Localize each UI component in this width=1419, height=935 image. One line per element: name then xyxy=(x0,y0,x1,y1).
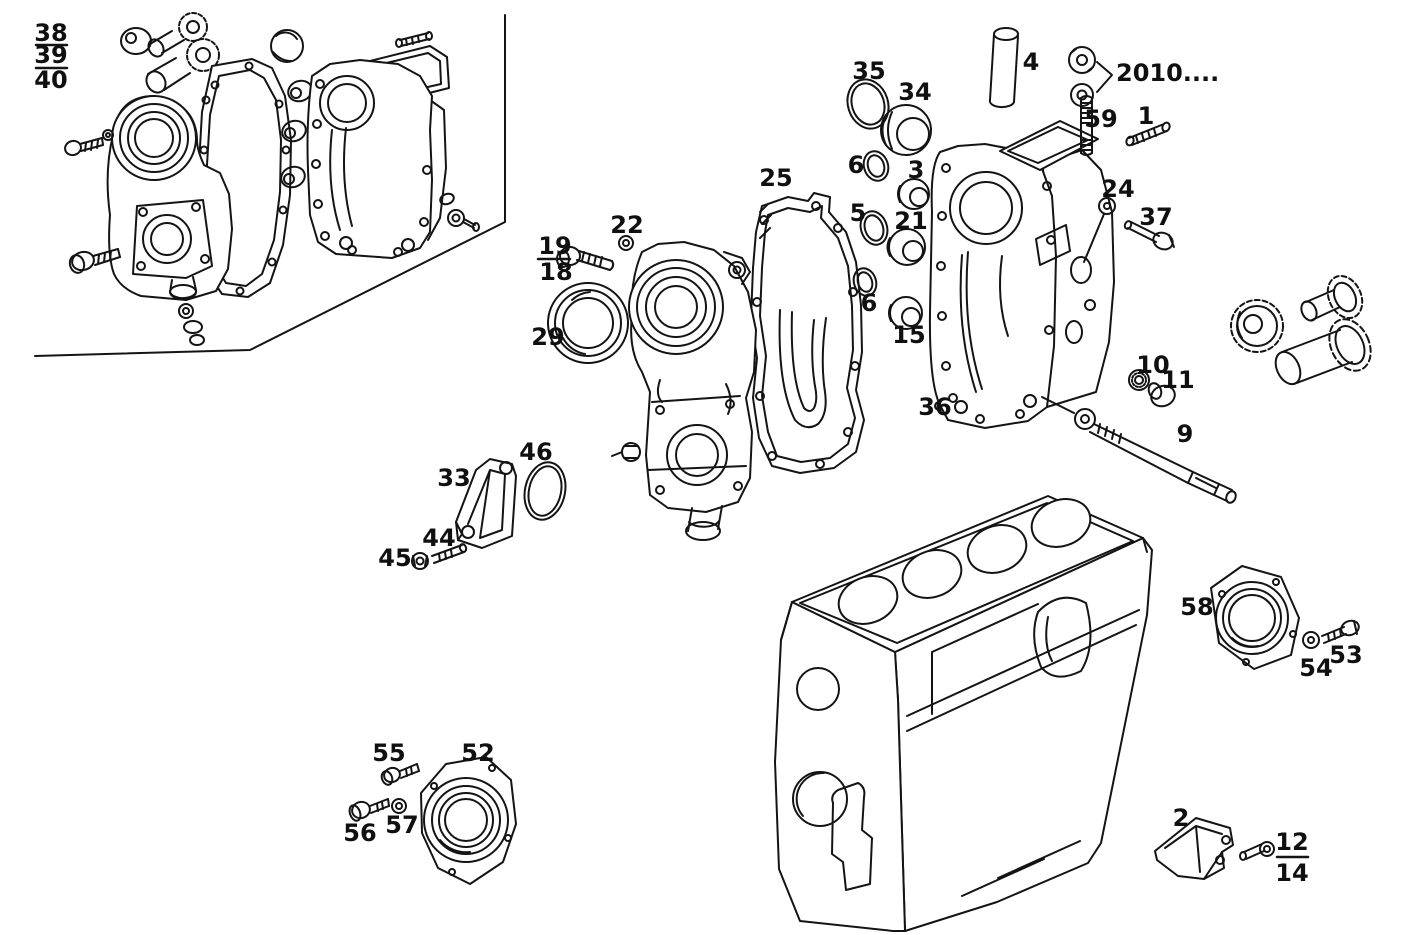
callout-54: 54 xyxy=(1299,654,1332,682)
ring-6-lower xyxy=(852,267,878,297)
callout-58: 58 xyxy=(1180,593,1213,621)
stud-1 xyxy=(1125,121,1171,147)
bolt-37 xyxy=(1123,220,1175,251)
bolt-44 xyxy=(431,543,468,564)
callout-5: 5 xyxy=(850,199,867,227)
bracket-33 xyxy=(455,458,517,549)
plug-21 xyxy=(886,228,926,266)
callout-6-upper: 6 xyxy=(848,151,865,179)
bolt-lower-left xyxy=(68,248,121,274)
callout-45: 45 xyxy=(378,544,411,572)
callout-44: 44 xyxy=(422,524,455,552)
callout-1: 1 xyxy=(1138,102,1155,130)
callout-37: 37 xyxy=(1139,203,1172,231)
callout-21: 21 xyxy=(894,207,927,235)
bolt-56 xyxy=(348,798,390,822)
bolt-upper-left xyxy=(64,137,104,157)
washer-upper-left xyxy=(102,129,114,141)
callout-34: 34 xyxy=(898,78,931,106)
callout-18: 18 xyxy=(539,258,572,286)
callout-39: 39 xyxy=(34,41,67,69)
plug-11 xyxy=(1147,382,1176,408)
timing-cover-center xyxy=(611,241,757,541)
callout-59: 59 xyxy=(1084,105,1117,133)
gear-shaft-large xyxy=(1274,318,1372,386)
cup-plugs-small xyxy=(280,79,313,189)
washer-22 xyxy=(618,235,634,251)
callout-4: 4 xyxy=(1023,48,1040,76)
bolt-18-19 xyxy=(556,246,615,271)
bolt-55 xyxy=(380,763,420,786)
seal-housing-58 xyxy=(1210,565,1300,670)
callout-36: 36 xyxy=(918,393,951,421)
callout-57: 57 xyxy=(385,811,418,839)
callout-56: 56 xyxy=(343,819,376,847)
nut-45 xyxy=(411,552,429,570)
callout-2: 2 xyxy=(1173,804,1190,832)
seal-ring-29 xyxy=(547,282,629,364)
callout-14: 14 xyxy=(1275,859,1308,887)
callout-40: 40 xyxy=(34,66,67,94)
plug-3 xyxy=(897,178,930,210)
callout-9: 9 xyxy=(1177,420,1194,448)
rod-9 xyxy=(1089,423,1237,504)
pin-4 xyxy=(988,27,1019,109)
callout-46: 46 xyxy=(519,438,552,466)
callout-labels: 38 39 40 35 34 4 2010.... 59 1 6 3 24 37… xyxy=(34,19,1362,887)
ring-6-upper xyxy=(862,150,890,182)
timing-cover-left xyxy=(106,95,233,301)
washer-57 xyxy=(391,798,407,814)
plug-15 xyxy=(888,296,923,330)
callout-10: 10 xyxy=(1136,351,1169,379)
cup-plug-large xyxy=(270,29,304,63)
callout-35: 35 xyxy=(852,57,885,85)
callout-2010: 2010.... xyxy=(1116,59,1219,87)
callout-12: 12 xyxy=(1275,828,1308,856)
callout-33: 33 xyxy=(437,464,470,492)
nut-washer-2010 xyxy=(1068,46,1113,107)
washer-54 xyxy=(1302,631,1320,649)
bracket-2 xyxy=(1154,817,1234,880)
bolt-12-14 xyxy=(1239,841,1275,861)
lock-washer-10 xyxy=(1128,369,1150,391)
callout-15: 15 xyxy=(892,321,925,349)
oring-46 xyxy=(523,461,567,521)
subassembly-boundary-line xyxy=(34,14,506,357)
gear-shaft-small xyxy=(1300,274,1364,322)
fasteners-right-of-case xyxy=(439,192,480,232)
washer-9 xyxy=(1074,408,1096,430)
callout-38: 38 xyxy=(34,19,67,47)
oring-35 xyxy=(846,78,890,130)
callout-29: 29 xyxy=(531,323,564,351)
stud-small-top xyxy=(395,31,433,48)
callout-22: 22 xyxy=(610,211,643,239)
fraction-bars xyxy=(34,43,1310,859)
callout-3: 3 xyxy=(908,156,925,184)
gasket-25 xyxy=(750,192,865,474)
callout-6-lower: 6 xyxy=(861,289,878,317)
callout-53: 53 xyxy=(1329,641,1362,669)
plug-34 xyxy=(880,104,932,156)
ring-5 xyxy=(859,210,889,246)
small-fittings-below-cover xyxy=(178,303,205,346)
stud-59 xyxy=(1080,95,1093,156)
callout-24: 24 xyxy=(1101,175,1134,203)
washer-24 xyxy=(1083,197,1116,263)
callout-55: 55 xyxy=(372,739,405,767)
idler-gear-set xyxy=(120,12,220,94)
seal-housing-52 xyxy=(420,756,517,885)
callout-11: 11 xyxy=(1161,366,1194,394)
callout-25: 25 xyxy=(759,164,792,192)
timing-case-left xyxy=(306,45,450,259)
gear-small xyxy=(1230,299,1284,353)
bolt-53 xyxy=(1321,619,1360,644)
callout-19: 19 xyxy=(538,232,571,260)
callout-52: 52 xyxy=(461,739,494,767)
crankcase xyxy=(928,120,1115,429)
engine-block xyxy=(774,495,1153,932)
